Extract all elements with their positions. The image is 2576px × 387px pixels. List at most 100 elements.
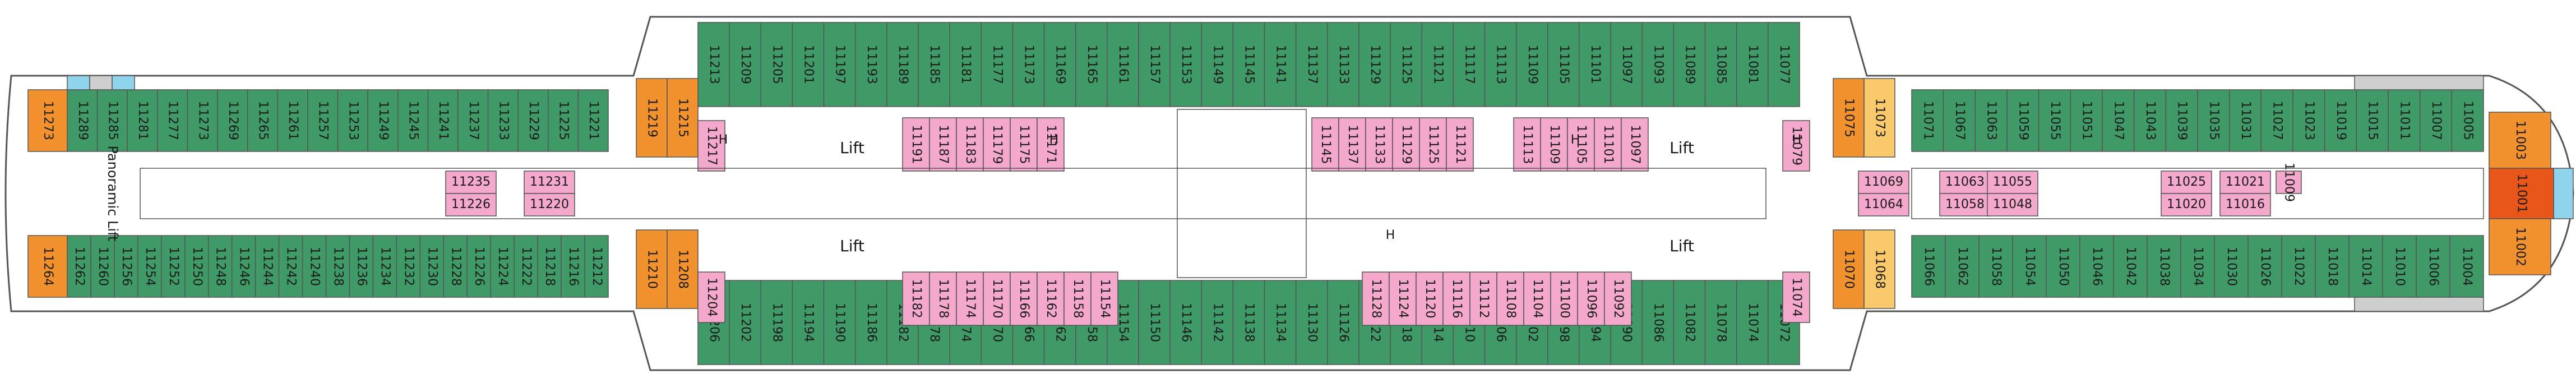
cabin-11225[interactable]: 11225 <box>548 89 579 152</box>
cabin-11007[interactable]: 11007 <box>2419 89 2453 152</box>
cabin-11137[interactable]: 11137 <box>1338 117 1366 172</box>
cabin-11138[interactable]: 11138 <box>1232 280 1265 365</box>
cabin-11109[interactable]: 11109 <box>1540 117 1568 172</box>
cabin-11020[interactable]: 11020 <box>2161 193 2212 216</box>
cabin-11046[interactable]: 11046 <box>2079 235 2114 298</box>
cabin-11254[interactable]: 11254 <box>137 235 162 298</box>
cabin-11222[interactable]: 11222 <box>514 235 538 298</box>
cabin-11089[interactable]: 11089 <box>1673 22 1706 107</box>
cabin-11235[interactable]: 11235 <box>445 171 497 194</box>
cabin-11003[interactable]: 11003 <box>2489 112 2551 169</box>
cabin-11281[interactable]: 11281 <box>127 89 158 152</box>
cabin-11245[interactable]: 11245 <box>397 89 429 152</box>
cabin-11101[interactable]: 11101 <box>1594 117 1622 172</box>
cabin-11210[interactable]: 11210 <box>636 229 668 309</box>
cabin-11228[interactable]: 11228 <box>443 235 468 298</box>
cabin-11257[interactable]: 11257 <box>307 89 339 152</box>
cabin-11063[interactable]: 11063 <box>1939 171 1991 194</box>
cabin-11051[interactable]: 11051 <box>2070 89 2103 152</box>
cabin-11062[interactable]: 11062 <box>1945 235 1980 298</box>
cabin-11016[interactable]: 11016 <box>2219 193 2271 216</box>
cabin-11048[interactable]: 11048 <box>1987 193 2038 216</box>
cabin-11197[interactable]: 11197 <box>823 22 856 107</box>
cabin-11185[interactable]: 11185 <box>918 22 950 107</box>
cabin-11236[interactable]: 11236 <box>349 235 374 298</box>
cabin-11261[interactable]: 11261 <box>277 89 308 152</box>
cabin-11202[interactable]: 11202 <box>729 280 762 365</box>
cabin-11230[interactable]: 11230 <box>419 235 445 298</box>
cabin-11108[interactable]: 11108 <box>1496 271 1524 326</box>
cabin-11158[interactable]: 11158 <box>1063 271 1092 326</box>
cabin-11068[interactable]: 11068 <box>1863 229 1895 309</box>
cabin-11058[interactable]: 11058 <box>1978 235 2013 298</box>
cabin-11150[interactable]: 11150 <box>1138 280 1171 365</box>
cabin-11015[interactable]: 11015 <box>2356 89 2389 152</box>
cabin-11100[interactable]: 11100 <box>1550 271 1578 326</box>
cabin-11234[interactable]: 11234 <box>372 235 397 298</box>
cabin-11250[interactable]: 11250 <box>184 235 209 298</box>
cabin-11244[interactable]: 11244 <box>255 235 280 298</box>
cabin-11262[interactable]: 11262 <box>67 235 91 298</box>
cabin-11096[interactable]: 11096 <box>1577 271 1605 326</box>
cabin-11074[interactable]: 11074 <box>1736 280 1769 365</box>
cabin-11121[interactable]: 11121 <box>1446 117 1474 172</box>
cabin-11240[interactable]: 11240 <box>302 235 327 298</box>
cabin-11125[interactable]: 11125 <box>1419 117 1447 172</box>
cabin-11005[interactable]: 11005 <box>2451 89 2484 152</box>
cabin-11073[interactable]: 11073 <box>1863 78 1895 158</box>
cabin-11086[interactable]: 11086 <box>1641 280 1675 365</box>
cabin-11183[interactable]: 11183 <box>956 117 984 172</box>
cabin-11070[interactable]: 11070 <box>1833 229 1865 309</box>
cabin-11058[interactable]: 11058 <box>1939 193 1991 216</box>
cabin-11129[interactable]: 11129 <box>1358 22 1391 107</box>
cabin-11050[interactable]: 11050 <box>2046 235 2080 298</box>
cabin-11208[interactable]: 11208 <box>667 229 699 309</box>
cabin-11104[interactable]: 11104 <box>1523 271 1551 326</box>
cabin-11178[interactable]: 11178 <box>929 271 957 326</box>
cabin-11248[interactable]: 11248 <box>207 235 233 298</box>
cabin-11141[interactable]: 11141 <box>1264 22 1297 107</box>
cabin-11209[interactable]: 11209 <box>729 22 762 107</box>
cabin-11042[interactable]: 11042 <box>2113 235 2148 298</box>
cabin-11186[interactable]: 11186 <box>854 280 887 365</box>
cabin-11097[interactable]: 11097 <box>1610 22 1643 107</box>
cabin-11031[interactable]: 11031 <box>2228 89 2262 152</box>
cabin-11002[interactable]: 11002 <box>2489 218 2551 275</box>
cabin-11018[interactable]: 11018 <box>2315 235 2350 298</box>
cabin-11055[interactable]: 11055 <box>2038 89 2071 152</box>
cabin-11133[interactable]: 11133 <box>1365 117 1393 172</box>
cabin-11125[interactable]: 11125 <box>1390 22 1423 107</box>
cabin-11077[interactable]: 11077 <box>1768 22 1800 107</box>
cabin-11224[interactable]: 11224 <box>490 235 515 298</box>
cabin-11194[interactable]: 11194 <box>792 280 825 365</box>
cabin-11241[interactable]: 11241 <box>427 89 459 152</box>
cabin-11256[interactable]: 11256 <box>114 235 138 298</box>
cabin-11171[interactable]: 11171 <box>1037 117 1065 172</box>
cabin-11249[interactable]: 11249 <box>367 89 399 152</box>
cabin-11006[interactable]: 11006 <box>2416 235 2450 298</box>
cabin-11038[interactable]: 11038 <box>2147 235 2181 298</box>
cabin-11128[interactable]: 11128 <box>1362 271 1390 326</box>
cabin-11133[interactable]: 11133 <box>1327 22 1359 107</box>
cabin-11034[interactable]: 11034 <box>2180 235 2215 298</box>
cabin-11145[interactable]: 11145 <box>1311 117 1339 172</box>
cabin-11221[interactable]: 11221 <box>577 89 609 152</box>
cabin-11039[interactable]: 11039 <box>2165 89 2198 152</box>
cabin-11187[interactable]: 11187 <box>929 117 957 172</box>
cabin-11142[interactable]: 11142 <box>1201 280 1234 365</box>
cabin-11233[interactable]: 11233 <box>487 89 519 152</box>
cabin-11112[interactable]: 11112 <box>1469 271 1497 326</box>
cabin-11121[interactable]: 11121 <box>1421 22 1454 107</box>
cabin-11130[interactable]: 11130 <box>1295 280 1328 365</box>
cabin-11166[interactable]: 11166 <box>1010 271 1038 326</box>
cabin-11269[interactable]: 11269 <box>217 89 248 152</box>
cabin-11075[interactable]: 11075 <box>1833 78 1865 158</box>
cabin-11260[interactable]: 11260 <box>90 235 115 298</box>
cabin-11071[interactable]: 11071 <box>1911 89 1944 152</box>
cabin-11019[interactable]: 11019 <box>2324 89 2357 152</box>
cabin-11010[interactable]: 11010 <box>2382 235 2417 298</box>
cabin-11153[interactable]: 11153 <box>1169 22 1203 107</box>
cabin-11201[interactable]: 11201 <box>792 22 825 107</box>
cabin-11157[interactable]: 11157 <box>1138 22 1171 107</box>
cabin-11054[interactable]: 11054 <box>2012 235 2047 298</box>
